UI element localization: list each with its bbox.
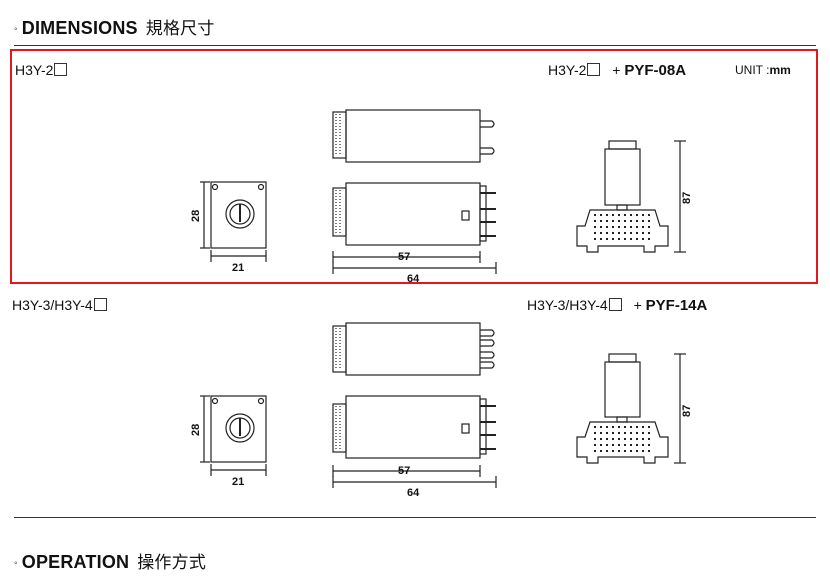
front-view [200, 181, 267, 262]
placeholder-box-icon [54, 63, 68, 76]
operation-title: OPERATION [21, 552, 130, 572]
socket-view-pyf08a [576, 140, 686, 253]
unit-label: UNIT :mm [735, 63, 791, 77]
section2-drawing: 28 21 57 64 [190, 322, 693, 499]
socket-name-pyf08a: PYF-08A [624, 62, 687, 79]
bullet-icon: ◦ [14, 23, 18, 35]
operation-title-cn: 操作方式 [137, 553, 207, 573]
dim-socket-87-s2: 87 [681, 405, 693, 417]
dim-width-21: 21 [232, 262, 244, 274]
model-label-h3y2: H3Y-2 [15, 62, 68, 78]
dim-body-57-s2: 57 [398, 465, 410, 477]
top-view [332, 109, 495, 163]
operation-heading: ◦OPERATION 操作方式 [14, 548, 206, 573]
model-label-h3y3-h3y4-socket: H3Y-3/H3Y-4 + PYF-14A [527, 297, 708, 314]
bullet-icon: ◦ [14, 557, 18, 569]
side-view-2 [332, 395, 497, 488]
dimensions-title: DIMENSIONS [21, 18, 138, 38]
bottom-divider [14, 517, 816, 518]
dim-total-64: 64 [407, 273, 420, 285]
highlight-box [10, 49, 818, 284]
dim-body-57: 57 [398, 251, 410, 263]
socket-grid [594, 214, 650, 240]
dimensions-title-cn: 規格尺寸 [145, 19, 215, 39]
dim-height-28: 28 [190, 210, 202, 222]
top-divider [14, 45, 816, 46]
placeholder-box-icon [608, 298, 622, 311]
dim-socket-87: 87 [681, 192, 693, 204]
placeholder-box-icon [93, 298, 107, 311]
placeholder-box-icon [587, 63, 601, 76]
section1-drawing: 28 21 57 64 [190, 109, 693, 285]
side-view [332, 182, 497, 274]
model-label-h3y3-h3y4: H3Y-3/H3Y-4 [12, 297, 107, 313]
dim-width-21-s2: 21 [232, 476, 244, 488]
socket-name-pyf14a: PYF-14A [645, 297, 708, 314]
dimensions-heading: ◦DIMENSIONS 規格尺寸 [14, 14, 215, 39]
socket-view-pyf14a [576, 353, 686, 464]
dim-total-64-s2: 64 [407, 487, 420, 499]
socket-grid-2 [594, 426, 650, 452]
model-label-h3y2-socket: H3Y-2 + PYF-08A [548, 62, 687, 79]
top-view-2 [332, 322, 495, 376]
dim-height-28-s2: 28 [190, 424, 202, 436]
front-view-2 [200, 395, 267, 476]
